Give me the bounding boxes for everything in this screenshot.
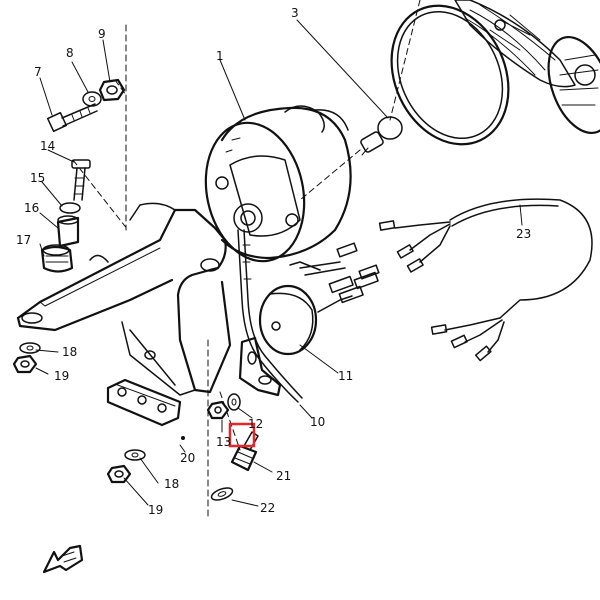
callout-7: 7 bbox=[34, 65, 42, 79]
headlight-housing bbox=[204, 105, 352, 263]
wire-connectors bbox=[289, 242, 380, 313]
mounting-bracket bbox=[238, 336, 282, 397]
washer-15 bbox=[59, 202, 81, 214]
callout-8: 8 bbox=[66, 46, 74, 60]
washer-8 bbox=[82, 91, 102, 107]
bolt-7 bbox=[46, 103, 98, 133]
callout-10: 10 bbox=[310, 415, 325, 429]
callout-1: 1 bbox=[216, 49, 224, 63]
washer-18-upper bbox=[19, 342, 41, 354]
leader-lines bbox=[35, 19, 523, 507]
nut-19-upper bbox=[12, 354, 38, 374]
washer-18-lower bbox=[124, 449, 146, 461]
callout-23: 23 bbox=[516, 227, 531, 241]
callout-12: 12 bbox=[248, 417, 263, 431]
collar-16 bbox=[56, 215, 80, 248]
highlight-box bbox=[228, 422, 256, 448]
callout-13: 13 bbox=[216, 435, 231, 449]
callout-9: 9 bbox=[98, 27, 106, 41]
washer-12 bbox=[227, 393, 241, 411]
callout-21: 21 bbox=[276, 469, 291, 483]
nut-13 bbox=[206, 400, 230, 420]
bolt-14 bbox=[71, 159, 91, 201]
washer-22 bbox=[210, 487, 234, 501]
callout-19-lower: 19 bbox=[148, 503, 163, 517]
wiring-harness bbox=[378, 198, 593, 362]
callout-18-lower: 18 bbox=[164, 477, 179, 491]
callout-22: 22 bbox=[260, 501, 275, 515]
callout-11: 11 bbox=[338, 369, 353, 383]
callout-16: 16 bbox=[24, 201, 39, 215]
callout-3: 3 bbox=[291, 6, 299, 20]
callout-18-upper: 18 bbox=[62, 345, 77, 359]
reflector-bracket bbox=[106, 378, 185, 440]
headlight-lens bbox=[547, 35, 600, 135]
front-direction-arrow-icon bbox=[42, 544, 84, 574]
bulb bbox=[360, 116, 403, 156]
callout-19-upper: 19 bbox=[54, 369, 69, 383]
nut-19-lower bbox=[106, 464, 132, 484]
damper-17 bbox=[40, 244, 74, 273]
callout-labels: 1 3 7 8 9 10 11 12 13 14 15 16 17 18 18 … bbox=[16, 6, 531, 517]
indicator-lamp bbox=[258, 284, 318, 356]
headlight-bracket-arm bbox=[16, 202, 232, 396]
callout-17: 17 bbox=[16, 233, 31, 247]
nut-9 bbox=[98, 78, 126, 102]
callout-14: 14 bbox=[40, 139, 55, 153]
callout-15: 15 bbox=[30, 171, 45, 185]
callout-20: 20 bbox=[180, 451, 195, 465]
headlight-rim bbox=[390, 0, 576, 146]
